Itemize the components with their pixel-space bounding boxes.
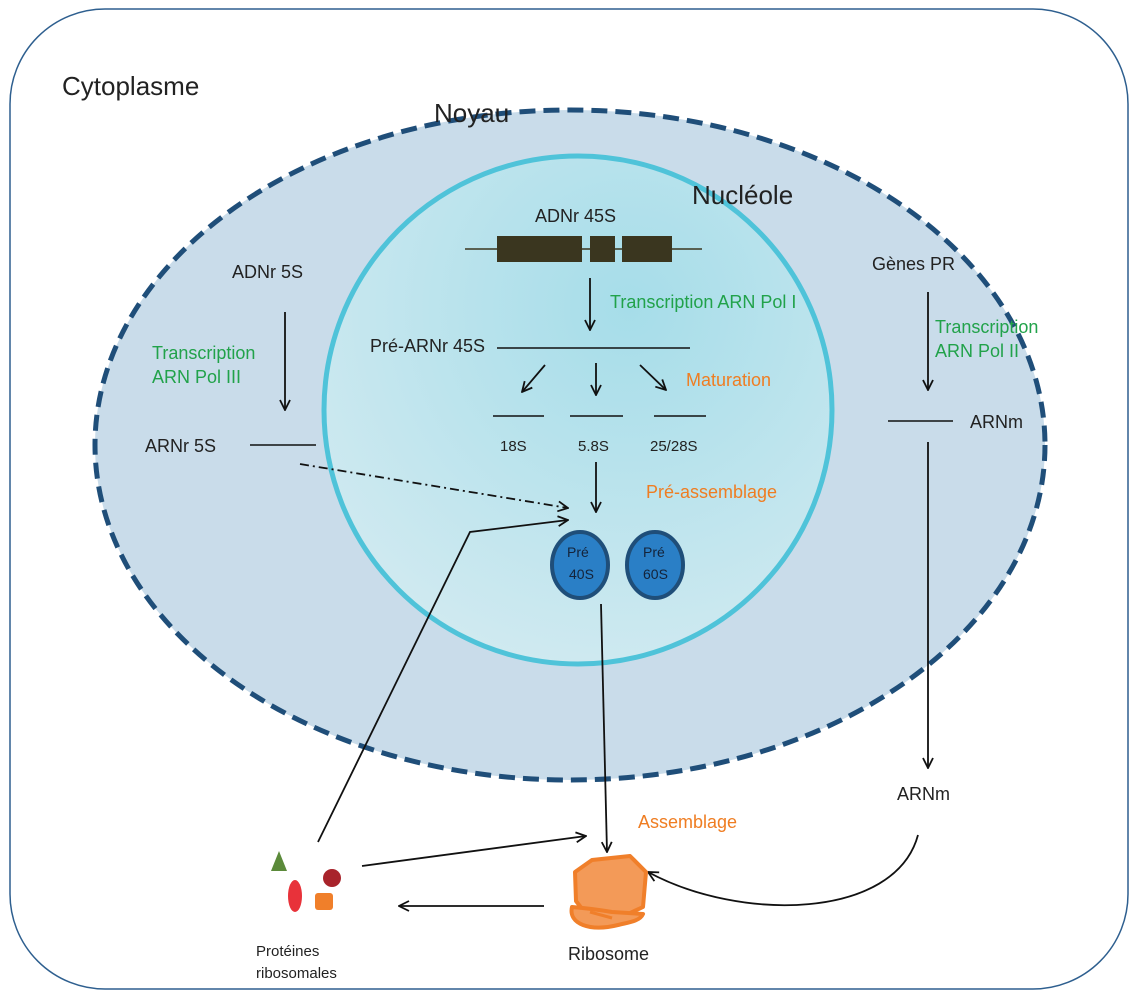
ribosomal-protein-circle	[323, 869, 341, 887]
pre-arnr-45s-label: Pré-ARNr 45S	[370, 336, 485, 356]
transcription-pol3-label-line1: Transcription	[152, 343, 255, 363]
cytoplasm-label: Cytoplasme	[62, 71, 199, 101]
transcription-pol3-label-line2: ARN Pol III	[152, 367, 241, 387]
pre-40s-particle	[550, 530, 610, 600]
maturation-label: Maturation	[686, 370, 771, 390]
rrna-2528s-label: 25/28S	[650, 438, 698, 455]
arrow-proteins-to-nucleolus	[317, 520, 568, 843]
arnm-nucleus-label: ARNm	[970, 412, 1023, 432]
ribosomal-protein-oval	[288, 880, 302, 912]
gene-block-2528s	[622, 236, 672, 262]
gene-block-58s	[590, 236, 615, 262]
ribosomal-protein-square	[315, 893, 333, 910]
adnr-45s-label: ADNr 45S	[535, 206, 616, 226]
assembly-label: Assemblage	[638, 812, 737, 832]
nucleolus	[321, 153, 835, 667]
arrow-maturation-2528s	[639, 364, 666, 390]
ribosome-icon	[569, 854, 648, 930]
adnr-5s-label: ADNr 5S	[232, 262, 303, 282]
pre-60s-particle	[625, 530, 685, 600]
arrow-mrna-to-ribosome	[648, 834, 919, 907]
pre-60s-label-line1: Pré	[643, 544, 665, 560]
ribosomal-protein-triangle	[271, 851, 287, 871]
rrna-18s-label: 18S	[500, 438, 527, 455]
arrow-maturation-18s	[522, 364, 546, 392]
proteins-label-line1: Protéines	[256, 943, 319, 960]
nucleolus-label: Nucléole	[692, 180, 793, 210]
nucleus-label: Noyau	[434, 98, 509, 128]
gene-block-18s	[497, 236, 582, 262]
arrow-proteins-to-assembly	[361, 836, 586, 867]
arrow-5s-to-pre-assembly	[299, 463, 568, 508]
transcription-pol1-label: Transcription ARN Pol I	[610, 292, 796, 312]
pre-60s-label-line2: 60S	[643, 566, 668, 582]
genes-pr-label: Gènes PR	[872, 254, 955, 274]
proteins-label-line2: ribosomales	[256, 965, 337, 982]
ribosome-label: Ribosome	[568, 944, 649, 964]
arrow-pre-particles-to-ribosome	[600, 603, 607, 852]
pre-40s-label-line1: Pré	[567, 544, 589, 560]
pre-assembly-label: Pré-assemblage	[646, 482, 777, 502]
transcription-pol2-label-line1: Transcription	[935, 317, 1038, 337]
pre-40s-label-line2: 40S	[569, 566, 594, 582]
arnr-5s-label: ARNr 5S	[145, 436, 216, 456]
arnm-cytoplasm-label: ARNm	[897, 784, 950, 804]
transcription-pol2-label-line2: ARN Pol II	[935, 341, 1019, 361]
rrna-58s-label: 5.8S	[578, 438, 609, 455]
